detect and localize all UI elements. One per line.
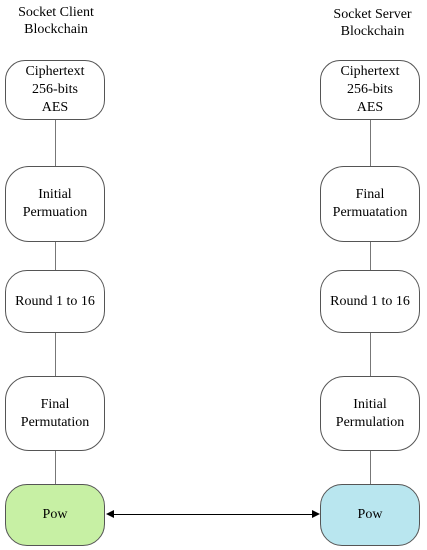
server-node-rounds: Round 1 to 16 [320,270,420,333]
pow-link-arrowhead-left [106,510,114,518]
server-connector-3 [370,333,371,376]
server-connector-1 [370,120,371,166]
server-node-ciphertext: Ciphertext 256-bits AES [320,60,420,120]
client-connector-2 [55,242,56,270]
client-connector-4 [55,451,56,484]
server-connector-2 [370,242,371,270]
server-node-pow: Pow [320,484,420,546]
server-node-initial-permutation: Initial Permulation [320,376,420,451]
server-node-final-permutation: Final Permuatation [320,166,420,242]
client-node-final-permutation: Final Permutation [5,376,105,451]
client-node-initial-permutation: Initial Permuation [5,166,105,242]
client-lane-title: Socket Client Blockchain [18,5,94,37]
pow-link-line [113,514,313,515]
server-lane-title: Socket Server Blockchain [333,7,412,39]
client-node-pow: Pow [5,484,105,546]
client-connector-3 [55,333,56,376]
server-connector-4 [370,451,371,484]
client-node-rounds: Round 1 to 16 [5,270,105,333]
client-node-ciphertext: Ciphertext 256-bits AES [5,60,105,120]
client-connector-1 [55,120,56,166]
pow-link-arrowhead-right [312,510,320,518]
